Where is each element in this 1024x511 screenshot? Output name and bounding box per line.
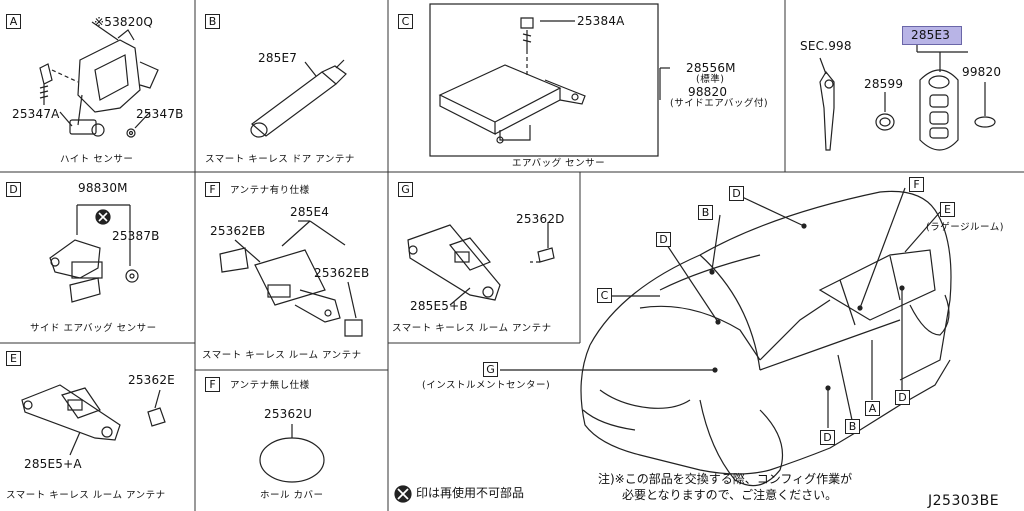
hole-cover-drawing bbox=[259, 424, 325, 483]
panel-heading: アンテナ有り仕様 bbox=[230, 185, 310, 196]
part-number[interactable]: 25362E bbox=[128, 373, 175, 387]
key-drawing bbox=[819, 42, 996, 151]
callout-f[interactable]: F bbox=[909, 177, 924, 192]
note-line-2: 必要となりますので、ご注意ください。 bbox=[622, 488, 838, 502]
part-number[interactable]: 285E4 bbox=[290, 205, 330, 219]
panel-heading: アンテナ無し仕様 bbox=[230, 380, 310, 391]
part-number[interactable]: 98830M bbox=[78, 181, 128, 195]
callout-d[interactable]: D bbox=[656, 232, 671, 247]
callout-b[interactable]: B bbox=[698, 205, 713, 220]
part-number[interactable]: SEC.998 bbox=[800, 39, 852, 53]
x-circle-icon bbox=[394, 485, 412, 503]
part-number[interactable]: ※53820Q bbox=[94, 15, 154, 29]
note-line-1: 注)※この部品を交換する際、コンフィグ作業が bbox=[598, 472, 853, 486]
panel-letter-f: F bbox=[205, 182, 220, 197]
diagram-code: J25303BE bbox=[928, 493, 1000, 509]
part-number[interactable]: 98820 bbox=[688, 85, 728, 99]
part-number[interactable]: 285E5+A bbox=[24, 457, 82, 471]
part-number[interactable]: 25347A bbox=[12, 107, 60, 121]
panel-caption: スマート キーレス ドア アンテナ bbox=[205, 154, 355, 165]
part-number[interactable]: 25362EB bbox=[210, 224, 266, 238]
part-number[interactable]: 285E5+B bbox=[410, 299, 468, 313]
part-number[interactable]: 28556M bbox=[686, 61, 736, 75]
panel-caption: サイド エアバッグ センサー bbox=[30, 323, 157, 334]
part-number[interactable]: 28599 bbox=[864, 77, 904, 91]
panel-letter-f: F bbox=[205, 377, 220, 392]
airbag-sensor-drawing bbox=[438, 17, 670, 144]
callout-e[interactable]: E bbox=[940, 202, 955, 217]
part-number[interactable]: 25362D bbox=[516, 212, 565, 226]
part-number[interactable]: 25362U bbox=[264, 407, 313, 421]
room-antenna-f-drawing bbox=[219, 220, 363, 337]
panel-caption: エアバッグ センサー bbox=[512, 158, 606, 169]
panel-caption: スマート キーレス ルーム アンテナ bbox=[6, 490, 166, 501]
part-number[interactable]: 25347B bbox=[136, 107, 184, 121]
panel-caption: ホール カバー bbox=[260, 490, 324, 501]
room-antenna-g-drawing bbox=[407, 222, 555, 306]
panel-letter-g: G bbox=[398, 182, 413, 197]
callout-d[interactable]: D bbox=[895, 390, 910, 405]
callout-b[interactable]: B bbox=[845, 419, 860, 434]
panel-letter-d: D bbox=[6, 182, 21, 197]
callout-g[interactable]: G bbox=[483, 362, 498, 377]
part-number[interactable]: 99820 bbox=[962, 65, 1002, 79]
panel-letter-a: A bbox=[6, 14, 21, 29]
part-number[interactable]: 25387B bbox=[112, 229, 160, 243]
panel-caption: スマート キーレス ルーム アンテナ bbox=[392, 323, 552, 334]
location-label: (ラゲージルーム) bbox=[926, 222, 1004, 233]
callout-c[interactable]: C bbox=[597, 288, 612, 303]
part-variant-label: (標準) bbox=[696, 74, 725, 85]
panel-letter-b: B bbox=[205, 14, 220, 29]
part-variant-label: (サイドエアバッグ付) bbox=[670, 98, 769, 109]
room-antenna-e-drawing bbox=[21, 384, 166, 456]
height-sensor-drawing bbox=[39, 21, 159, 138]
panel-letter-e: E bbox=[6, 351, 21, 366]
part-number-highlighted[interactable]: 285E3 bbox=[911, 28, 951, 42]
part-number[interactable]: 25384A bbox=[577, 14, 625, 28]
part-number[interactable]: 285E7 bbox=[258, 51, 298, 65]
panel-caption: ハイト センサー bbox=[60, 154, 134, 165]
callout-a[interactable]: A bbox=[865, 401, 880, 416]
legend-text: 印は再使用不可部品 bbox=[416, 486, 525, 500]
callout-d[interactable]: D bbox=[820, 430, 835, 445]
callout-d[interactable]: D bbox=[729, 186, 744, 201]
side-airbag-sensor-drawing bbox=[49, 204, 139, 303]
car-drawing bbox=[500, 187, 952, 487]
highlighted-part[interactable] bbox=[902, 26, 962, 45]
part-number[interactable]: 25362EB bbox=[314, 266, 370, 280]
panel-letter-c: C bbox=[398, 14, 413, 29]
panel-caption: スマート キーレス ルーム アンテナ bbox=[202, 350, 362, 361]
location-label: (インストルメントセンター) bbox=[422, 380, 551, 391]
door-antenna-drawing bbox=[250, 59, 347, 138]
